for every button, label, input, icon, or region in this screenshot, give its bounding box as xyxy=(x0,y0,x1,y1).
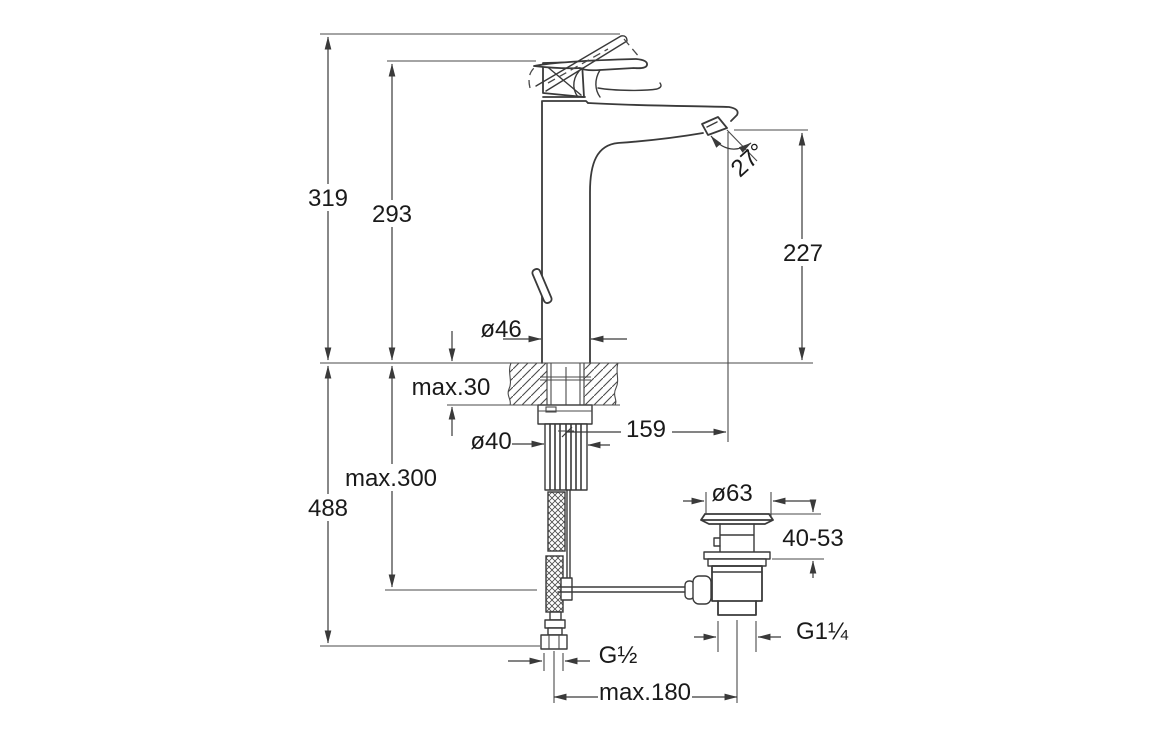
hose-upper-segment xyxy=(547,491,566,552)
dim-label-waste-offset: max.180 xyxy=(599,679,691,706)
dim-label-spout-height: 227 xyxy=(783,240,823,267)
dimension-labels: 319 293 227 27° ø46 max.30 ø40 159 488 m… xyxy=(308,138,849,706)
waste-flange xyxy=(703,551,771,560)
dim-label-deck-thickness: max.30 xyxy=(412,374,491,401)
aerator-tip xyxy=(701,116,728,136)
spout-angle-arc xyxy=(710,135,752,153)
supply-hose xyxy=(540,491,568,650)
label-backgrounds xyxy=(302,184,829,704)
extension-lines xyxy=(320,33,824,703)
drain-assembly xyxy=(700,513,774,616)
faucet-outline xyxy=(531,96,739,364)
deck-section xyxy=(507,362,619,406)
dim-label-lever-height: 293 xyxy=(372,201,412,228)
dim-label-waste-thread: G1¼ xyxy=(796,618,849,645)
handle-group xyxy=(528,35,662,98)
waste-plug-cap xyxy=(700,513,774,525)
hose-end-nut xyxy=(540,634,568,650)
lever-blade xyxy=(533,58,648,72)
pop-up-rod xyxy=(557,489,712,605)
waste-tailpipe xyxy=(717,600,757,616)
dim-label-supply-thread: G½ xyxy=(599,642,638,669)
dim-label-hose-length: max.300 xyxy=(345,465,437,492)
rod-clevis xyxy=(560,577,573,601)
dim-label-below-deck-total: 488 xyxy=(308,495,348,522)
dim-label-spout-reach: 159 xyxy=(626,416,666,443)
dim-label-spout-angle: 27° xyxy=(726,138,771,182)
dim-label-body-diameter: ø46 xyxy=(480,316,521,343)
dim-label-shank-diameter: ø40 xyxy=(470,428,511,455)
lever-raised-outline xyxy=(535,35,628,92)
dim-label-waste-height-range: 40-53 xyxy=(782,525,843,552)
mounting-hardware xyxy=(537,404,593,491)
dim-label-total-height: 319 xyxy=(308,185,348,212)
pop-up-knob xyxy=(531,268,553,304)
waste-body xyxy=(711,565,763,602)
dim-label-waste-diameter: ø63 xyxy=(711,480,752,507)
rod-ball-joint xyxy=(692,575,712,605)
